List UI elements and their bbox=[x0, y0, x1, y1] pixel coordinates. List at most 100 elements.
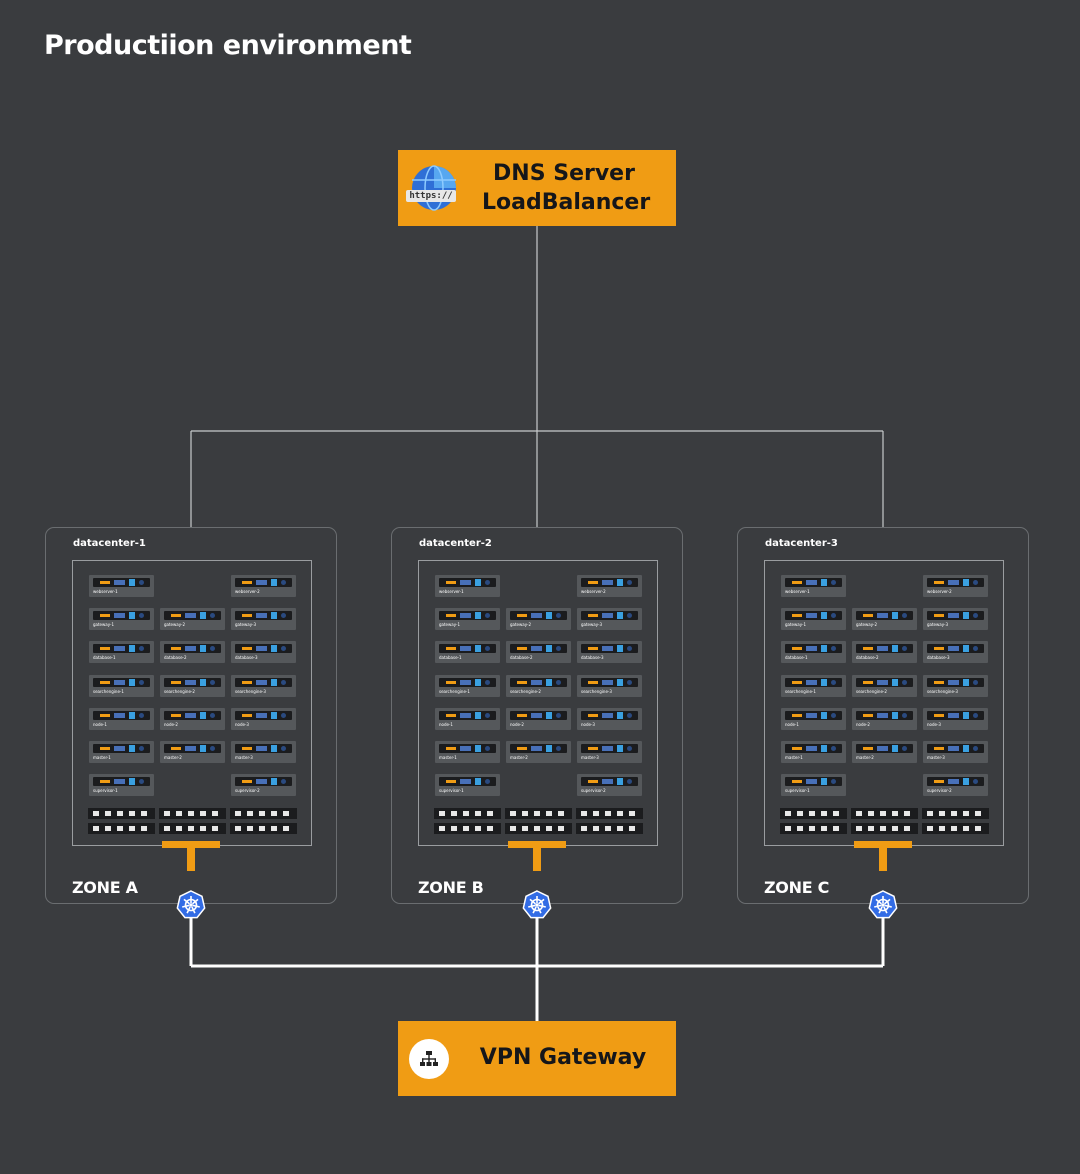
server-unit[interactable]: master-2 bbox=[160, 741, 225, 763]
server-unit[interactable]: searchengine-1 bbox=[89, 675, 154, 697]
server-unit[interactable]: searchengine-3 bbox=[923, 675, 988, 697]
server-name: searchengine-1 bbox=[439, 689, 470, 694]
server-unit[interactable]: webserver-2 bbox=[231, 575, 296, 597]
kubernetes-icon[interactable] bbox=[176, 890, 206, 920]
server-unit[interactable]: master-3 bbox=[231, 741, 296, 763]
server-unit[interactable]: searchengine-2 bbox=[852, 675, 917, 697]
server-unit[interactable]: gateway-2 bbox=[506, 608, 571, 630]
server-blade bbox=[164, 711, 221, 720]
server-unit[interactable]: node-2 bbox=[852, 708, 917, 730]
server-unit[interactable]: master-3 bbox=[577, 741, 642, 763]
server-unit[interactable]: master-2 bbox=[506, 741, 571, 763]
server-unit[interactable]: gateway-2 bbox=[160, 608, 225, 630]
server-blade bbox=[510, 678, 567, 687]
server-blade bbox=[581, 678, 638, 687]
server-unit[interactable]: gateway-1 bbox=[435, 608, 500, 630]
server-blade bbox=[856, 644, 913, 653]
server-unit[interactable]: database-3 bbox=[231, 641, 296, 663]
server-unit[interactable]: webserver-1 bbox=[435, 575, 500, 597]
server-unit[interactable]: searchengine-3 bbox=[577, 675, 642, 697]
server-unit[interactable]: node-3 bbox=[923, 708, 988, 730]
power-knob bbox=[210, 746, 215, 751]
server-name: supervisor-2 bbox=[235, 788, 260, 793]
server-unit[interactable]: master-1 bbox=[781, 741, 846, 763]
power-knob bbox=[139, 713, 144, 718]
port-block bbox=[531, 713, 542, 718]
server-unit[interactable]: supervisor-2 bbox=[923, 774, 988, 796]
server-unit[interactable]: webserver-2 bbox=[577, 575, 642, 597]
server-blade bbox=[510, 644, 567, 653]
server-unit[interactable]: master-1 bbox=[89, 741, 154, 763]
server-name: database-2 bbox=[856, 655, 879, 660]
server-unit[interactable]: gateway-3 bbox=[577, 608, 642, 630]
server-unit[interactable]: node-2 bbox=[160, 708, 225, 730]
server-unit[interactable]: gateway-3 bbox=[923, 608, 988, 630]
server-unit[interactable]: searchengine-1 bbox=[435, 675, 500, 697]
port-block bbox=[948, 746, 959, 751]
server-unit[interactable]: database-2 bbox=[160, 641, 225, 663]
server-unit[interactable]: database-3 bbox=[577, 641, 642, 663]
server-blade bbox=[164, 644, 221, 653]
server-unit[interactable]: searchengine-1 bbox=[781, 675, 846, 697]
server-unit[interactable]: node-1 bbox=[781, 708, 846, 730]
status-led bbox=[863, 714, 873, 717]
server-unit[interactable]: gateway-1 bbox=[781, 608, 846, 630]
globe-icon: https:// bbox=[406, 164, 458, 212]
status-led bbox=[100, 681, 110, 684]
server-unit[interactable]: gateway-3 bbox=[231, 608, 296, 630]
status-led bbox=[588, 681, 598, 684]
server-unit[interactable]: supervisor-2 bbox=[231, 774, 296, 796]
server-unit[interactable]: node-3 bbox=[231, 708, 296, 730]
server-unit[interactable]: webserver-2 bbox=[923, 575, 988, 597]
server-unit[interactable]: webserver-1 bbox=[89, 575, 154, 597]
server-blade bbox=[164, 744, 221, 753]
switch-port bbox=[785, 811, 791, 816]
server-unit[interactable]: node-1 bbox=[89, 708, 154, 730]
port-block bbox=[531, 746, 542, 751]
status-screen bbox=[821, 712, 827, 719]
kubernetes-icon[interactable] bbox=[522, 890, 552, 920]
server-unit[interactable]: searchengine-2 bbox=[160, 675, 225, 697]
server-unit[interactable]: supervisor-1 bbox=[781, 774, 846, 796]
status-led bbox=[100, 614, 110, 617]
switch-port bbox=[892, 811, 898, 816]
server-unit[interactable]: database-1 bbox=[781, 641, 846, 663]
server-unit[interactable]: database-1 bbox=[435, 641, 500, 663]
switch-port bbox=[188, 811, 194, 816]
server-blade bbox=[439, 777, 496, 786]
server-name: master-3 bbox=[927, 755, 945, 760]
server-unit[interactable]: searchengine-3 bbox=[231, 675, 296, 697]
server-unit[interactable]: node-3 bbox=[577, 708, 642, 730]
server-unit[interactable]: master-1 bbox=[435, 741, 500, 763]
status-screen bbox=[892, 612, 898, 619]
server-unit[interactable]: node-2 bbox=[506, 708, 571, 730]
server-unit[interactable]: database-3 bbox=[923, 641, 988, 663]
server-blade bbox=[439, 578, 496, 587]
server-unit[interactable]: searchengine-2 bbox=[506, 675, 571, 697]
datacenter-label: datacenter-2 bbox=[419, 538, 492, 549]
server-unit[interactable]: supervisor-1 bbox=[435, 774, 500, 796]
server-unit[interactable]: master-2 bbox=[852, 741, 917, 763]
dns-loadbalancer-box[interactable]: https:// DNS Server LoadBalancer bbox=[398, 150, 676, 226]
power-knob bbox=[831, 779, 836, 784]
port-block bbox=[806, 613, 817, 618]
server-unit[interactable]: database-2 bbox=[506, 641, 571, 663]
port-block bbox=[602, 580, 613, 585]
server-unit[interactable]: supervisor-1 bbox=[89, 774, 154, 796]
server-unit[interactable]: master-3 bbox=[923, 741, 988, 763]
switch-port bbox=[605, 826, 611, 831]
server-unit[interactable]: database-2 bbox=[852, 641, 917, 663]
server-unit[interactable]: node-1 bbox=[435, 708, 500, 730]
port-block bbox=[256, 779, 267, 784]
server-unit[interactable]: supervisor-2 bbox=[577, 774, 642, 796]
vpn-gateway-box[interactable]: VPN Gateway bbox=[398, 1021, 676, 1096]
server-unit[interactable]: gateway-1 bbox=[89, 608, 154, 630]
kubernetes-icon[interactable] bbox=[868, 890, 898, 920]
server-name: gateway-2 bbox=[510, 622, 532, 627]
server-unit[interactable]: gateway-2 bbox=[852, 608, 917, 630]
status-screen bbox=[963, 679, 969, 686]
port-block bbox=[531, 613, 542, 618]
server-unit[interactable]: database-1 bbox=[89, 641, 154, 663]
status-screen bbox=[129, 712, 135, 719]
server-unit[interactable]: webserver-1 bbox=[781, 575, 846, 597]
